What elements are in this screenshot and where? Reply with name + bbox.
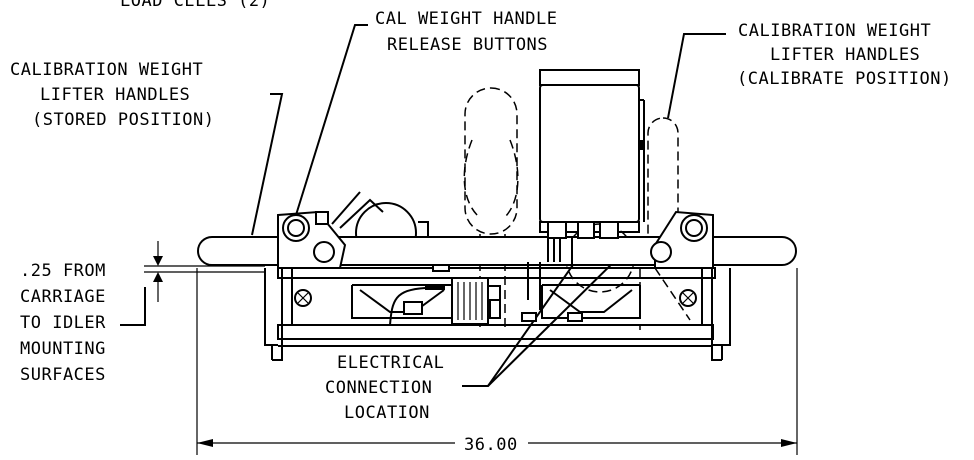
label-calibrate-line3: (CALIBRATE POSITION): [737, 69, 952, 89]
label-stored-line2: LIFTER HANDLES: [40, 85, 190, 105]
label-calibrate-line1: CALIBRATION WEIGHT: [738, 21, 931, 41]
label-release-buttons-line1: CAL WEIGHT HANDLE: [375, 9, 558, 29]
label-elec-line1: ELECTRICAL: [337, 353, 444, 373]
label-gap-line3: TO IDLER: [20, 313, 106, 333]
solenoid-module: [389, 262, 541, 326]
leader-stored-handles: [251, 93, 284, 236]
leader-calibrate-handles: [667, 33, 726, 119]
label-gap-line2: CARRIAGE: [20, 287, 106, 307]
label-release-buttons-line2: RELEASE BUTTONS: [387, 35, 548, 55]
label-gap-line4: MOUNTING: [20, 339, 106, 359]
label-calibrate-line2: LIFTER HANDLES: [770, 45, 920, 65]
leader-gap: [120, 287, 146, 326]
leader-release-buttons: [295, 24, 368, 216]
lifter-handle-bar: [197, 236, 797, 266]
right-handle-bracket: [650, 210, 714, 269]
label-elec-line3: LOCATION: [344, 403, 430, 423]
electronics-enclosure: [539, 69, 645, 268]
frame-bolts: [294, 262, 697, 322]
label-stored-line3: (STORED POSITION): [32, 110, 215, 130]
dimension-value: 36.00: [464, 435, 518, 455]
label-load-cells: LOAD CELLS (2): [120, 0, 270, 11]
overall-dimension: [196, 268, 798, 455]
left-handle-hub: [313, 241, 335, 263]
label-stored-line1: CALIBRATION WEIGHT: [10, 60, 203, 80]
label-elec-line2: CONNECTION: [325, 378, 432, 398]
dashed-weight-arm-right: [639, 117, 691, 330]
label-gap-line1: .25 FROM: [20, 261, 106, 281]
label-gap-line5: SURFACES: [20, 365, 106, 385]
